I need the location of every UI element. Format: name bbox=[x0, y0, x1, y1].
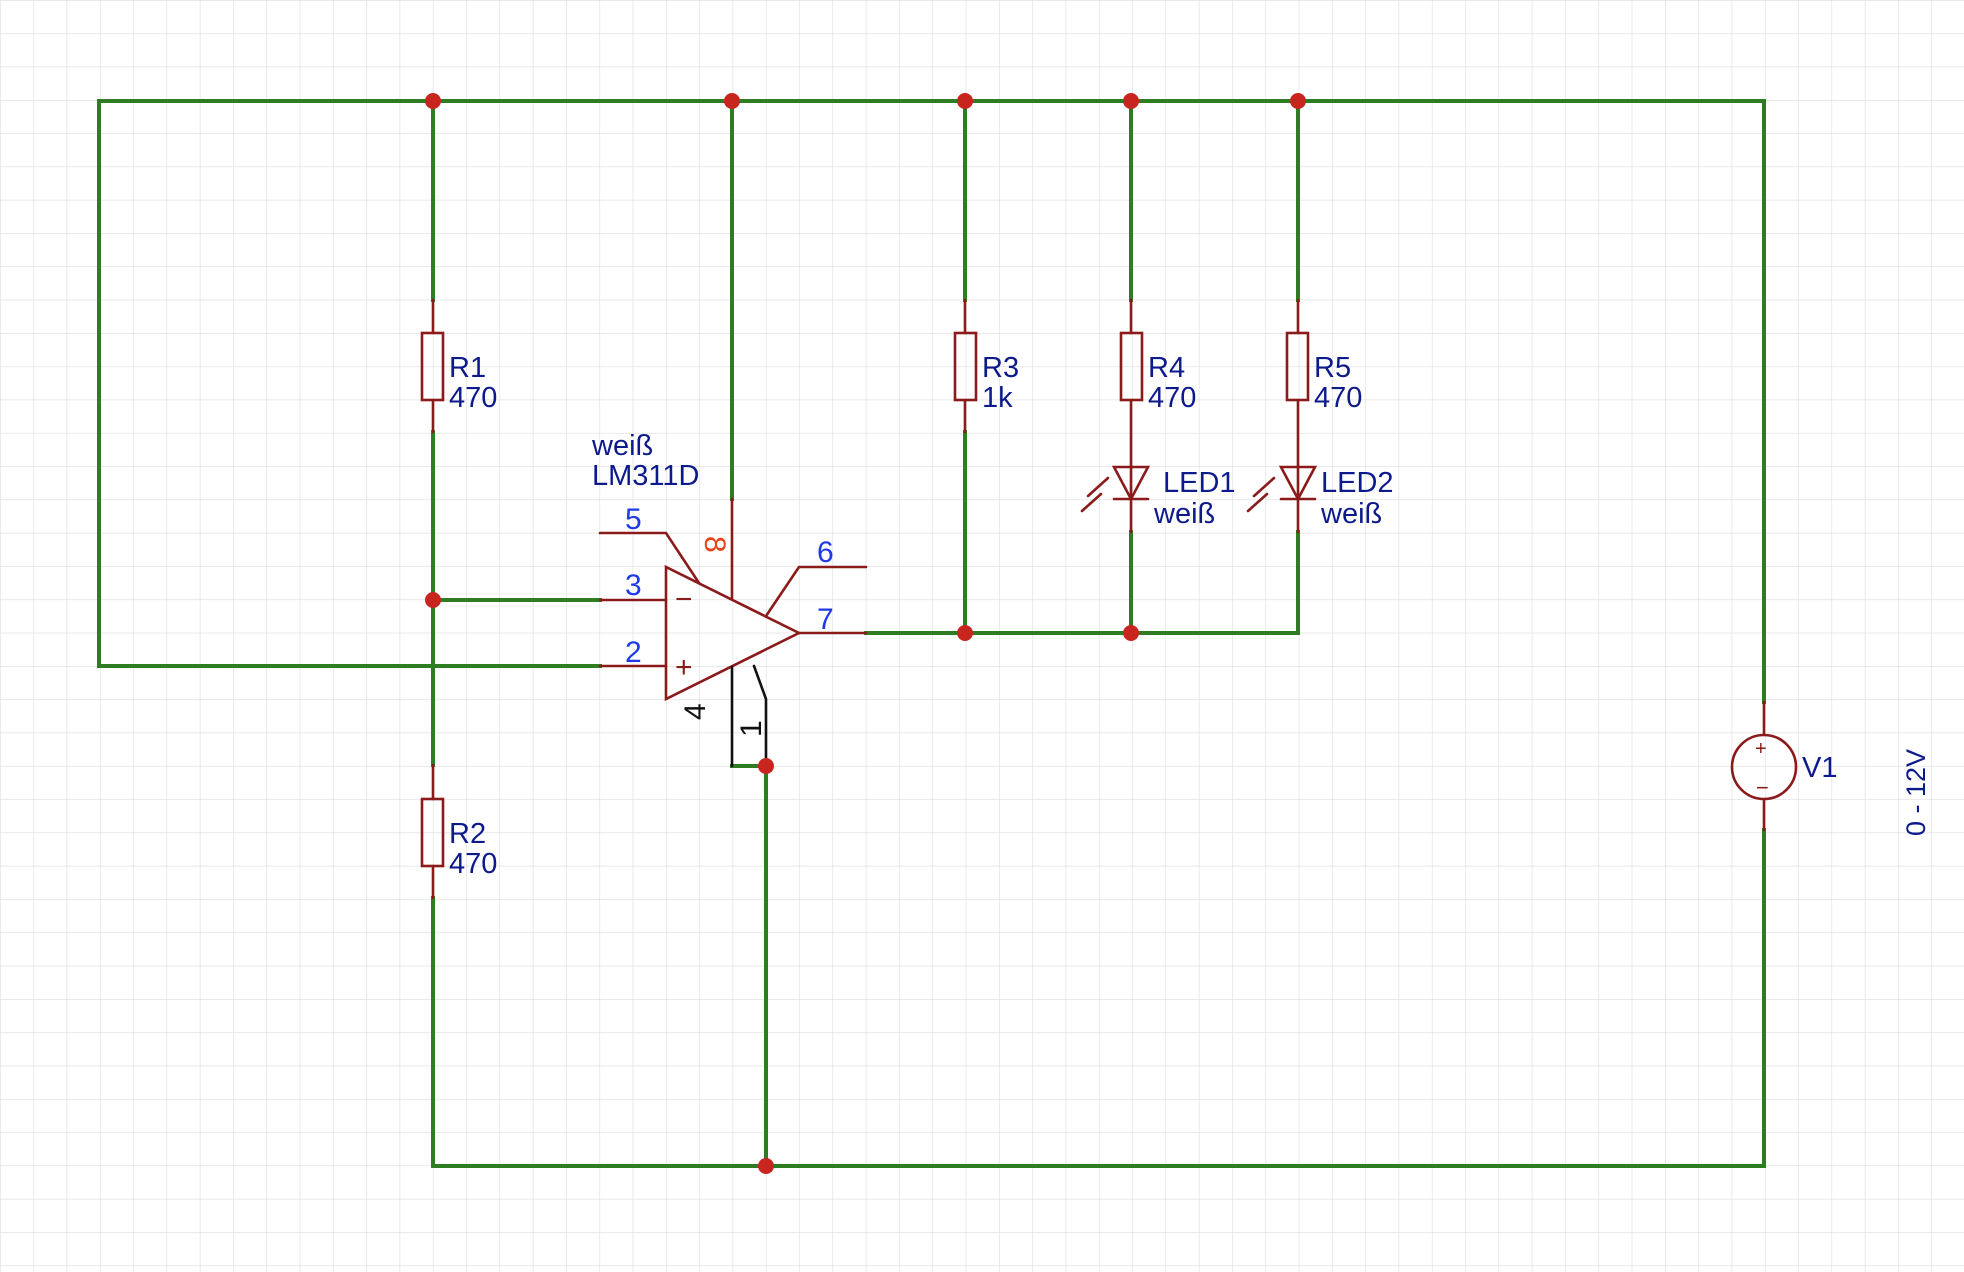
junction-dot[interactable] bbox=[1123, 93, 1139, 109]
junction-dot[interactable] bbox=[758, 758, 774, 774]
led2-value: weiß bbox=[1320, 498, 1382, 530]
source-plus-sign: + bbox=[1755, 738, 1767, 760]
comparator-part: LM311D bbox=[592, 460, 699, 492]
junctions bbox=[425, 93, 1306, 1174]
r2-name: R2 bbox=[449, 818, 486, 850]
resistor-r5[interactable]: R5 470 bbox=[1285, 298, 1362, 468]
led-led1[interactable]: LED1 weiß bbox=[1080, 464, 1236, 534]
led2-light-arrows-icon bbox=[1246, 476, 1276, 513]
r2-value: 470 bbox=[449, 848, 497, 880]
source-name: V1 bbox=[1802, 752, 1837, 784]
r5-value: 470 bbox=[1314, 382, 1362, 414]
r1-name: R1 bbox=[449, 352, 486, 384]
resistor-r1[interactable]: R1 470 bbox=[420, 298, 497, 434]
pin3-number: 3 bbox=[625, 569, 642, 602]
pin5-lead bbox=[598, 531, 701, 585]
pin5-number: 5 bbox=[625, 503, 642, 536]
pin1-lead bbox=[752, 664, 768, 768]
resistor-r3[interactable]: R3 1k bbox=[953, 298, 1019, 434]
resistor-r4[interactable]: R4 470 bbox=[1119, 298, 1196, 468]
junction-dot[interactable] bbox=[957, 93, 973, 109]
comparator-lm311d[interactable]: − + 5 3 2 6 7 8 4 1 weiß LM311D bbox=[591, 430, 868, 768]
resistor-r2[interactable]: R2 470 bbox=[420, 763, 497, 900]
source-value: 0 - 12V bbox=[1901, 749, 1931, 836]
led1-name: LED1 bbox=[1163, 467, 1236, 499]
junction-dot[interactable] bbox=[1123, 625, 1139, 641]
led1-value: weiß bbox=[1153, 498, 1215, 530]
voltage-source-v1[interactable]: + − V1 0 - 12V bbox=[1730, 700, 1931, 836]
comparator-minus-sign: − bbox=[675, 583, 693, 616]
pin6-number: 6 bbox=[817, 536, 834, 569]
r3-name: R3 bbox=[982, 352, 1019, 384]
r3-value: 1k bbox=[982, 382, 1013, 414]
pin6-lead bbox=[764, 565, 868, 618]
junction-dot[interactable] bbox=[758, 1158, 774, 1174]
pin1-number: 1 bbox=[735, 720, 768, 737]
comparator-plus-sign: + bbox=[675, 651, 693, 684]
junction-dot[interactable] bbox=[425, 592, 441, 608]
pin8-number: 8 bbox=[698, 536, 731, 553]
r4-name: R4 bbox=[1148, 352, 1185, 384]
r1-value: 470 bbox=[449, 382, 497, 414]
pin7-number: 7 bbox=[817, 603, 834, 636]
comparator-value: weiß bbox=[591, 430, 653, 462]
r5-name: R5 bbox=[1314, 352, 1351, 384]
pin2-number: 2 bbox=[625, 636, 642, 669]
led1-light-arrows-icon bbox=[1080, 476, 1110, 513]
junction-dot[interactable] bbox=[1290, 93, 1306, 109]
junction-dot[interactable] bbox=[724, 93, 740, 109]
led-led2[interactable]: LED2 weiß bbox=[1246, 464, 1394, 534]
junction-dot[interactable] bbox=[425, 93, 441, 109]
led1-diode-icon bbox=[1111, 465, 1151, 502]
pin4-number: 4 bbox=[679, 703, 712, 720]
junction-dot[interactable] bbox=[957, 625, 973, 641]
wires bbox=[97, 99, 1766, 1168]
led2-diode-icon bbox=[1278, 465, 1318, 502]
led2-name: LED2 bbox=[1321, 467, 1394, 499]
source-minus-sign: − bbox=[1756, 775, 1769, 800]
r4-value: 470 bbox=[1148, 382, 1196, 414]
